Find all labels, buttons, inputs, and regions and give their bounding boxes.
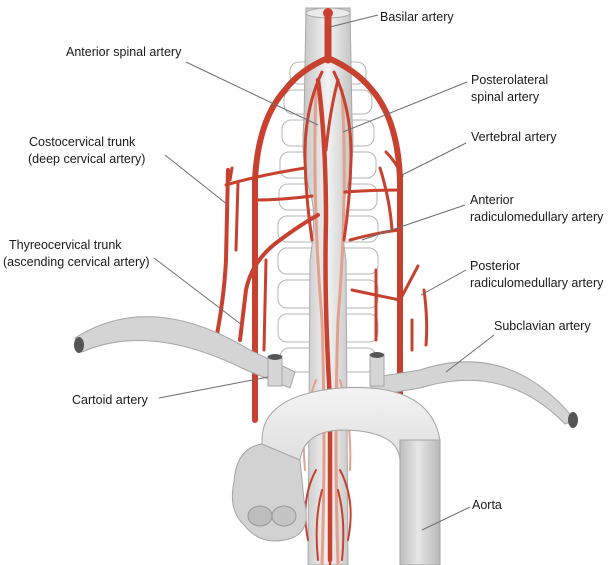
label-anterior-spinal-artery: Anterior spinal artery: [66, 45, 182, 59]
label-posterior-radiculo-line2: radiculomedullary artery: [470, 276, 604, 290]
label-vertebral-artery: Vertebral artery: [471, 130, 557, 144]
labels: Basilar artery Anterior spinal artery Po…: [3, 10, 604, 512]
label-subclavian-artery: Subclavian artery: [494, 319, 591, 333]
posterior-radiculomedullary: [422, 288, 429, 347]
anterior-spinal: [315, 77, 333, 563]
right-subclavian-lumen: [568, 412, 578, 428]
left-subclavian-lumen: [74, 337, 84, 353]
left-subclavian: [74, 316, 296, 389]
label-thyreocervical-line2: (ascending cervical artery): [3, 255, 150, 269]
thyreocervical-trunk: [238, 213, 320, 342]
label-costocervical-line1: Costocervical trunk: [29, 135, 136, 149]
label-posterolateral-line2: spinal artery: [471, 90, 540, 104]
label-aorta: Aorta: [472, 498, 502, 512]
leader-lines: [153, 14, 495, 531]
anterior-radiculomedullary: [348, 228, 402, 242]
label-thyreocervical-line1: Thyreocervical trunk: [9, 238, 122, 252]
aortic-root: [231, 443, 307, 542]
right-vertebral: [325, 55, 403, 423]
arteries: [213, 10, 429, 563]
label-posterolateral-line1: Posterolateral: [471, 73, 548, 87]
left-carotid: [267, 355, 283, 387]
label-anterior-radiculo-line2: radiculomedullary artery: [470, 210, 604, 224]
right-carotid: [369, 353, 385, 387]
label-carotid-artery: Cartoid artery: [72, 393, 148, 407]
descending-aorta: [399, 439, 441, 565]
label-basilar-artery: Basilar artery: [380, 10, 454, 24]
left-vertebral: [252, 55, 331, 423]
label-anterior-radiculo-line1: Anterior: [470, 193, 514, 207]
label-posterior-radiculo-line1: Posterior: [470, 259, 520, 273]
label-costocervical-line2: (deep cervical artery): [28, 152, 145, 166]
